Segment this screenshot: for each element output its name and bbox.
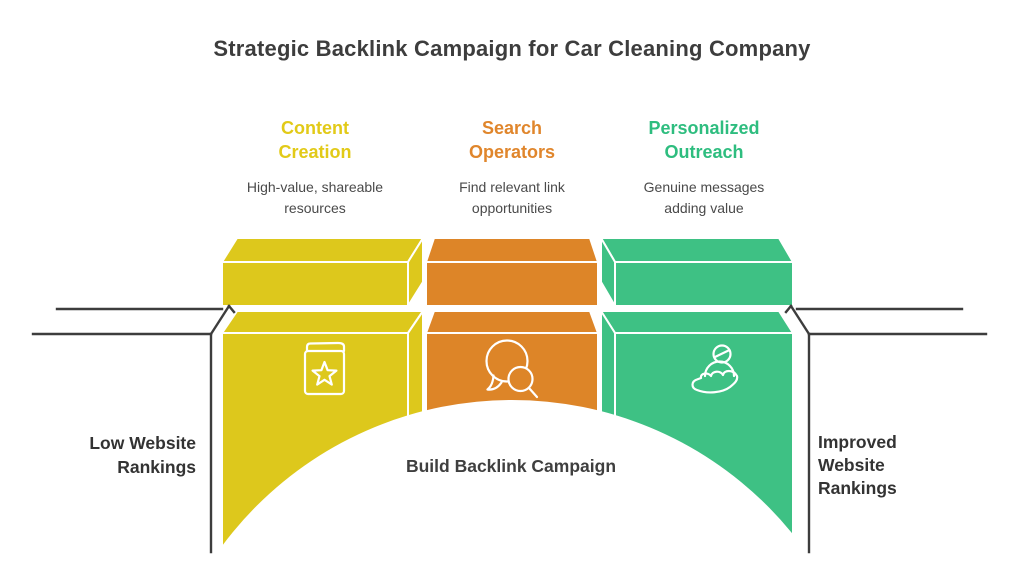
left-cliff-lines (31, 304, 236, 554)
search-operators-top-block (425, 237, 599, 307)
bridge-arch (197, 400, 827, 583)
content-creation-description: High-value, shareable resources (205, 177, 425, 219)
heading-line: Personalized (648, 118, 760, 138)
label-line: Improved (818, 432, 897, 452)
personalized-outreach-heading: Personalized Outreach (604, 116, 804, 164)
heading-line: Outreach (664, 142, 744, 162)
content-creation-top-block (221, 237, 424, 307)
chat-search-icon (485, 339, 539, 399)
build-backlink-campaign-label: Build Backlink Campaign (405, 456, 617, 476)
search-operators-heading: Search Operators (412, 116, 612, 164)
low-website-rankings-label: Low Website Rankings (40, 431, 196, 479)
label-line: Website (818, 455, 885, 475)
search-operators-description: Find relevant link opportunities (402, 177, 622, 219)
heading-line: Operators (468, 142, 556, 162)
book-star-icon (303, 341, 346, 396)
description-line: opportunities (471, 200, 553, 216)
personalized-outreach-top-block (600, 237, 794, 307)
label-line: Rankings (818, 478, 897, 498)
description-line: Genuine messages (643, 179, 765, 195)
description-line: adding value (664, 200, 744, 216)
heading-line: Content (281, 118, 349, 138)
heading-line: Creation (278, 142, 352, 162)
description-line: High-value, shareable (246, 179, 384, 195)
description-line: Find relevant link (459, 179, 565, 195)
label-line: Rankings (117, 457, 196, 477)
description-line: resources (284, 200, 346, 216)
diagram-title: Strategic Backlink Campaign for Car Clea… (213, 36, 811, 61)
improved-website-rankings-label: Improved Website Rankings (818, 431, 988, 500)
label-line: Low Website (89, 433, 196, 453)
content-creation-heading: Content Creation (215, 116, 415, 164)
heading-line: Search (481, 118, 543, 138)
right-cliff-lines (784, 304, 988, 554)
hand-person-icon (691, 344, 739, 394)
personalized-outreach-description: Genuine messages adding value (594, 177, 814, 219)
